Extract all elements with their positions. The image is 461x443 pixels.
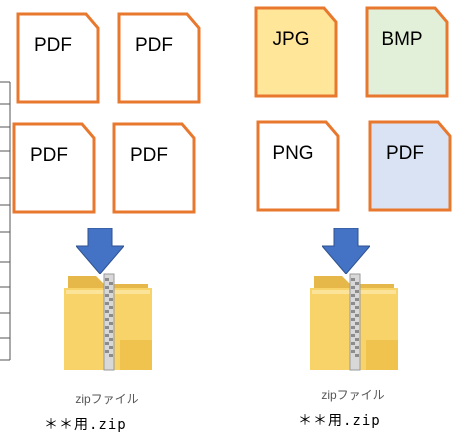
file-type-label: JPG <box>272 29 310 50</box>
file-icon: PNG <box>256 120 340 212</box>
file-type-label: PNG <box>272 143 314 164</box>
table-edge <box>0 81 11 361</box>
file-icon: PDF <box>12 122 96 214</box>
zip-file-name: ＊＊用.zip <box>298 413 381 429</box>
file-type-label: PDF <box>34 35 72 56</box>
down-arrow-icon <box>76 228 124 274</box>
folder-caption: zipファイル <box>75 392 139 406</box>
file-icon: PDF <box>112 122 196 214</box>
folder-caption: zipファイル <box>321 388 385 402</box>
file-type-label: PDF <box>135 35 173 56</box>
file-type-label: PDF <box>30 145 68 166</box>
file-icon: BMP <box>365 6 449 98</box>
zip-file-name: ＊＊用.zip <box>44 417 127 433</box>
file-icon: PDF <box>16 12 100 104</box>
file-type-label: PDF <box>386 143 424 164</box>
file-icon: PDF <box>117 12 201 104</box>
file-icon: PDF <box>368 120 452 212</box>
zip-folder-icon <box>64 273 152 371</box>
file-icon: JPG <box>254 6 338 98</box>
down-arrow-icon <box>322 228 370 274</box>
file-type-label: BMP <box>381 29 423 50</box>
file-type-label: PDF <box>130 145 168 166</box>
zip-folder-icon <box>310 273 398 371</box>
